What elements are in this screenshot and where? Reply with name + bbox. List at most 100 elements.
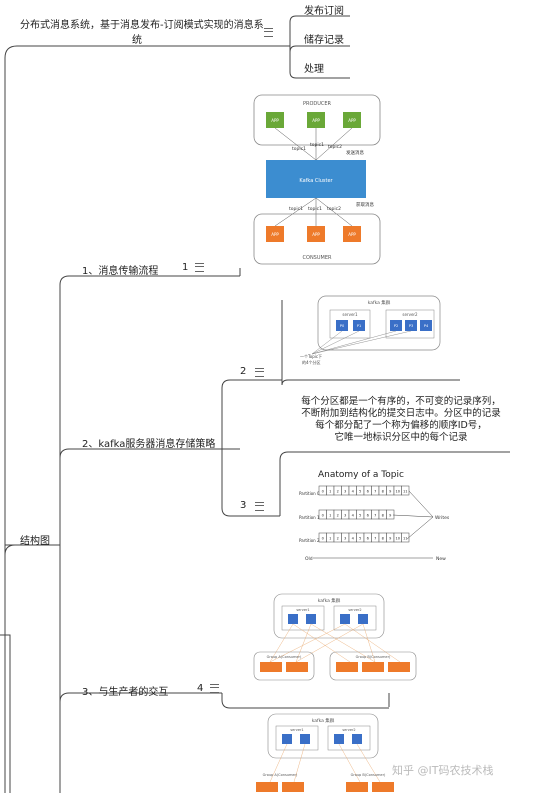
notes-icon-branch-3[interactable] <box>210 684 219 693</box>
cluster-label: kafka 集群 <box>368 299 391 306</box>
offset-number: 7 <box>374 490 376 494</box>
tag-process: 处理 <box>304 64 324 75</box>
offset-cell <box>401 485 410 496</box>
partition-1-label: Partition 1 <box>299 515 320 520</box>
producer-group <box>253 94 381 146</box>
tag-publish-subscribe: 发布订阅 <box>304 6 344 17</box>
root-node-text-2: 统 <box>132 35 142 46</box>
storage-description: 每个分区都是一个有序的，不可变的记录序列， 不断附加到结构化的提交日志中。分区中… <box>286 396 516 444</box>
offset-number: 2 <box>337 490 339 494</box>
offset-number: 8 <box>382 514 384 518</box>
sub-count-2: 2 <box>240 366 247 377</box>
offset-number: 10 <box>396 537 400 541</box>
offset-number: 9 <box>389 490 391 494</box>
offset-number: 5 <box>359 514 361 518</box>
producer-topic-3: topic2 <box>328 144 342 150</box>
offset-number: 6 <box>367 537 369 541</box>
notes-icon[interactable] <box>264 28 273 37</box>
offset-number: 3 <box>344 514 346 518</box>
partition-p1-label: P1 <box>357 324 361 328</box>
branch-storage-strategy: 2、kafka服务器消息存储策略 <box>82 439 216 450</box>
offset-number: 3 <box>344 490 346 494</box>
offset-number: 10 <box>396 490 400 494</box>
producer-topic-2: topic1 <box>310 142 324 148</box>
offset-number: 5 <box>359 490 361 494</box>
writes-label: Writes <box>435 515 450 521</box>
cluster4-label: kafka 集群 <box>318 597 341 604</box>
offset-number: 11 <box>403 537 407 541</box>
group-b-box <box>329 651 417 681</box>
new-label: New <box>436 556 446 562</box>
consumer-app-1-label: APP <box>271 232 279 237</box>
storage-line-1: 每个分区都是一个有序的，不可变的记录序列， <box>301 396 501 407</box>
offset-number: 6 <box>367 514 369 518</box>
offset-number: 8 <box>382 537 384 541</box>
consumer-app-1 <box>266 226 284 242</box>
offset-number: 1 <box>329 490 331 494</box>
offset-number: 9 <box>389 537 391 541</box>
partition-p0 <box>336 320 348 331</box>
cluster4-server1 <box>281 605 325 631</box>
offset-number: 2 <box>337 537 339 541</box>
consumer-group <box>253 213 381 265</box>
offset-number: 0 <box>322 490 324 494</box>
old-label: Old <box>305 556 313 562</box>
branch-producer-interaction: 3、与生产者的交互 <box>82 687 169 698</box>
consumer-app-3-label: APP <box>348 232 356 237</box>
offset-number: 7 <box>374 537 376 541</box>
consumer-app-3 <box>343 226 361 242</box>
offset-number: 3 <box>344 537 346 541</box>
consumer-label: CONSUMER <box>303 255 332 261</box>
cluster5-server2-label: server2 <box>342 728 355 732</box>
cluster4-server2-label: server2 <box>348 608 361 612</box>
consumer-topic-2: topic1 <box>308 206 322 212</box>
partition-p4-label: P4 <box>424 324 429 328</box>
offset-number: 8 <box>382 490 384 494</box>
offset-number: 4 <box>352 537 355 541</box>
sub-count-3: 3 <box>240 500 247 511</box>
offset-number: 5 <box>359 537 361 541</box>
partition-note-1: 一个Topic下 <box>300 354 322 359</box>
cluster-outline <box>317 295 441 351</box>
kafka-cluster-box <box>266 160 366 198</box>
producer-topic-1: topic1 <box>292 146 306 152</box>
offset-number: 6 <box>367 490 369 494</box>
notes-icon-branch-1[interactable] <box>195 263 204 272</box>
watermark: 知乎 @IT码农技术栈 <box>392 764 494 777</box>
partition-p0-label: P0 <box>340 324 344 328</box>
offset-number: 4 <box>352 514 355 518</box>
image-consumer-groups-2: kafka 集群 server1 server2 Group A(Consume… <box>256 713 394 792</box>
offset-number: 7 <box>374 514 376 518</box>
cluster5-label: kafka 集群 <box>312 717 335 724</box>
cluster5-outline <box>267 713 379 759</box>
partition-0-label: Partition 0 <box>299 491 320 496</box>
consumer-topic-3: topic2 <box>327 206 341 212</box>
notes-icon-sub-2[interactable] <box>255 368 264 377</box>
kafka-cluster-label: Kafka Cluster <box>299 178 333 184</box>
partition-p2 <box>390 320 402 331</box>
producer-app-3-label: APP <box>348 118 356 123</box>
cluster4-server2 <box>333 605 377 631</box>
producer-app-1-label: APP <box>271 118 279 123</box>
cluster4-server1-label: server1 <box>296 608 309 612</box>
offset-number: 9 <box>389 514 391 518</box>
partition-2-label: Partition 2 <box>299 538 320 543</box>
branch-1-count: 1 <box>182 262 189 273</box>
partition-p2-label: P2 <box>394 324 398 328</box>
partition-p1 <box>353 320 365 331</box>
consumer-app-2 <box>307 226 325 242</box>
server1-box <box>329 309 371 339</box>
group-a-box <box>253 651 315 681</box>
notes-icon-sub-3[interactable] <box>255 502 264 511</box>
offset-number: 1 <box>329 537 331 541</box>
offset-number: 1 <box>329 514 331 518</box>
image-anatomy-topic: Anatomy of a Topic Partition 0 Partition… <box>299 470 450 562</box>
branch-3-count: 4 <box>197 683 204 694</box>
group-b-label: Group B(Consumer) <box>356 655 391 659</box>
partition-p3 <box>405 320 417 331</box>
server2-label: server2 <box>402 312 418 317</box>
